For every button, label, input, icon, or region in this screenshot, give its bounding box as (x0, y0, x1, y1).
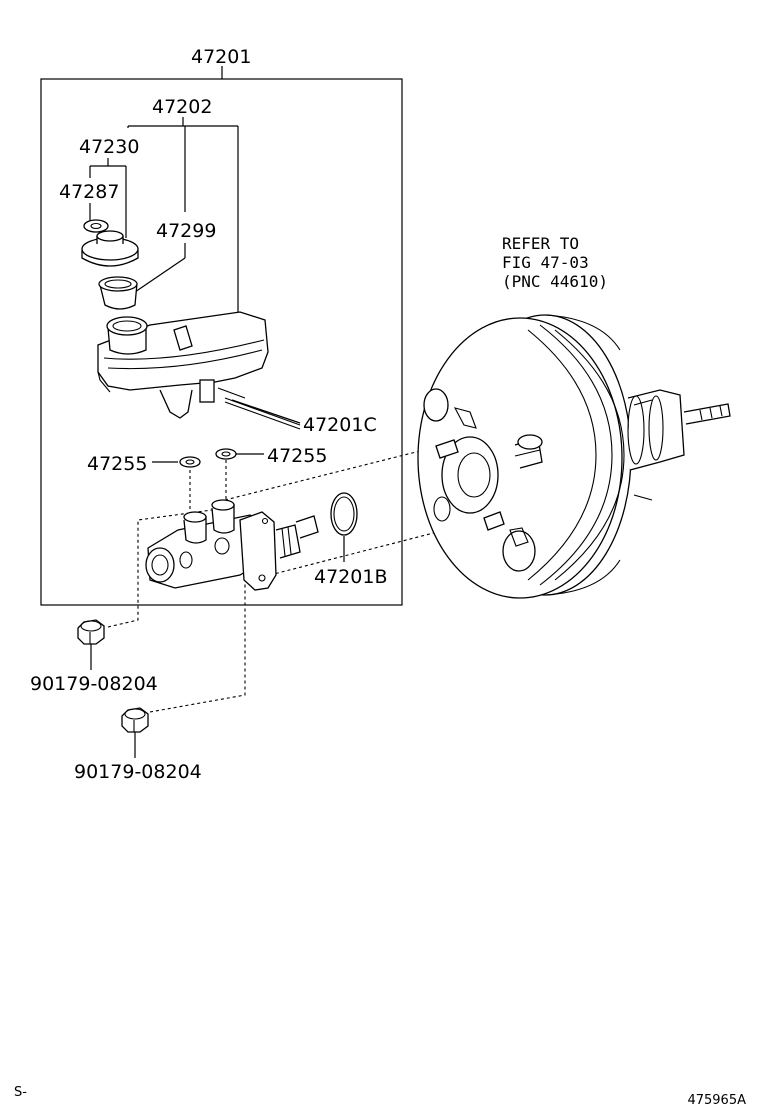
label-47255-right: 47255 (267, 445, 327, 467)
master-cylinder-body (145, 499, 319, 591)
reservoir-pin (224, 397, 301, 430)
nut-lower (121, 707, 149, 733)
o-ring-inner (333, 496, 355, 532)
label-47201b: 47201B (314, 566, 387, 588)
label-47201: 47201 (191, 46, 251, 68)
brake-booster (417, 314, 731, 599)
alignment-lines (107, 447, 493, 713)
label-90179-upper: 90179-08204 (30, 673, 158, 695)
label-47255-left: 47255 (87, 453, 147, 475)
o-ring (330, 492, 358, 536)
refer-line-2: FIG 47-03 (502, 253, 589, 272)
strainer (98, 276, 138, 310)
grommet-right (215, 448, 237, 460)
footer-left-mark: S- (14, 1085, 27, 1100)
label-47299: 47299 (156, 220, 216, 242)
reservoir-cap (81, 230, 139, 267)
label-47287: 47287 (59, 181, 119, 203)
refer-line-1: REFER TO (502, 234, 579, 253)
refer-line-3: (PNC 44610) (502, 272, 608, 291)
label-90179-lower: 90179-08204 (74, 761, 202, 783)
leader-lines (89, 66, 345, 758)
reservoir-tank (97, 311, 269, 419)
label-47201c: 47201C (303, 414, 377, 436)
grommet-left (179, 456, 201, 468)
nut-upper (77, 619, 105, 645)
cap-filter (83, 219, 109, 233)
label-47230: 47230 (79, 136, 139, 158)
figure-code: 475965A (687, 1093, 746, 1108)
label-47202: 47202 (152, 96, 212, 118)
